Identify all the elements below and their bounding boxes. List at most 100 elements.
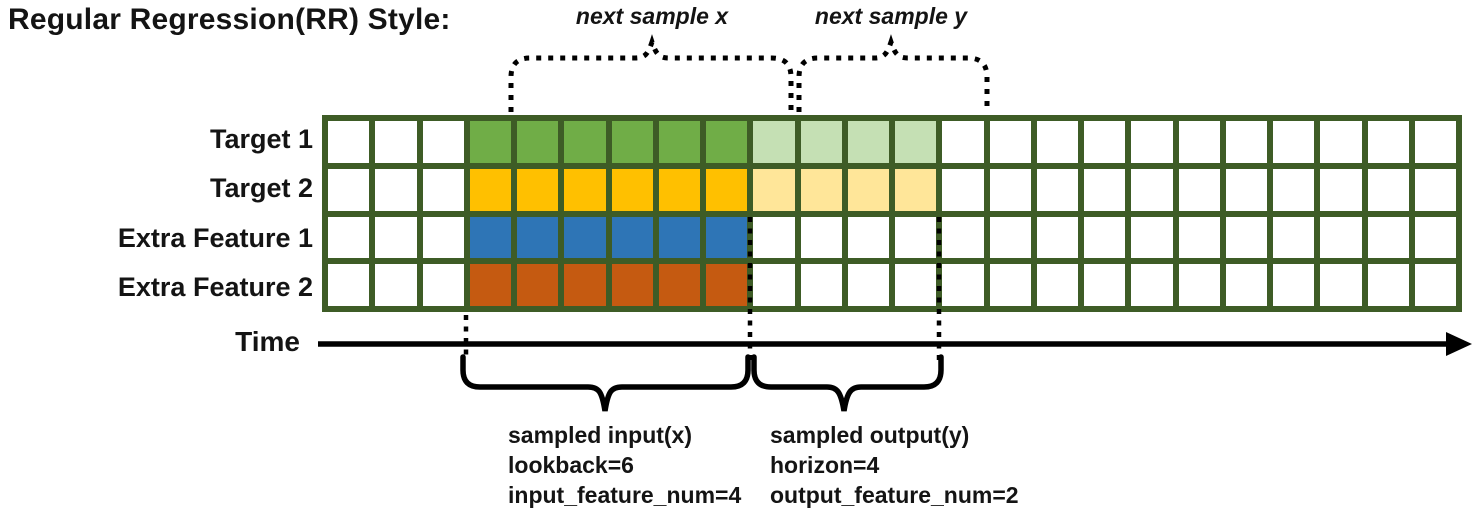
sampled-input-annotation: sampled input(x) lookback=6 input_featur… xyxy=(508,420,741,510)
grid-cell xyxy=(611,216,653,259)
grid-cell xyxy=(1036,264,1078,306)
next-sample-x-brace xyxy=(508,34,794,112)
grid-cell xyxy=(1320,168,1362,211)
grid-cell xyxy=(422,168,464,211)
grid-cell xyxy=(564,168,606,211)
grid-cell xyxy=(564,121,606,163)
grid-cell xyxy=(517,121,559,163)
time-axis-label: Time xyxy=(235,326,300,357)
grid-cell xyxy=(1367,264,1409,306)
grid-cell xyxy=(1273,121,1315,163)
row-label-extra-feature-2: Extra Feature 2 xyxy=(117,271,313,302)
grid-cell xyxy=(1084,121,1126,163)
grid-cell xyxy=(517,168,559,211)
sampled-output-brace xyxy=(751,354,944,412)
sampled-output-line: sampled output(y) xyxy=(770,422,970,448)
grid-cell xyxy=(1367,121,1409,163)
grid-cell xyxy=(706,264,748,306)
grid-cell xyxy=(989,264,1031,306)
row-label-target-1: Target 1 xyxy=(209,124,313,155)
grid-cell xyxy=(611,121,653,163)
grid-cell xyxy=(328,264,370,306)
grid-cell xyxy=(658,168,700,211)
grid-cell xyxy=(1036,168,1078,211)
grid-cell xyxy=(989,216,1031,259)
grid-cell xyxy=(375,121,417,163)
grid-cell xyxy=(1320,216,1362,259)
next-sample-y-brace xyxy=(796,34,990,112)
grid-cell xyxy=(517,264,559,306)
grid-cell xyxy=(469,168,511,211)
grid-cell xyxy=(800,121,842,163)
sampled-input-line: sampled input(x) xyxy=(508,422,693,448)
grid-cell xyxy=(847,264,889,306)
sample-grid xyxy=(322,115,1462,312)
grid-cell xyxy=(1320,121,1362,163)
sampled-input-brace xyxy=(460,354,751,412)
grid-cell xyxy=(895,264,937,306)
grid-cell xyxy=(1273,216,1315,259)
lookback-line: lookback=6 xyxy=(508,452,634,478)
grid-cell xyxy=(328,121,370,163)
grid-cell xyxy=(328,216,370,259)
grid-cell xyxy=(989,121,1031,163)
grid-cell xyxy=(422,264,464,306)
grid-cell xyxy=(1036,216,1078,259)
grid-cell xyxy=(422,121,464,163)
grid-cell xyxy=(753,121,795,163)
grid-cell xyxy=(422,216,464,259)
grid-cell xyxy=(1414,264,1456,306)
time-axis-arrowhead xyxy=(1446,332,1472,356)
grid-cell xyxy=(800,264,842,306)
output-feature-num-line: output_feature_num=2 xyxy=(770,482,1019,508)
grid-cell xyxy=(706,216,748,259)
next-sample-x-label: next sample x xyxy=(575,3,729,29)
grid-cell xyxy=(1414,168,1456,211)
grid-cell xyxy=(375,216,417,259)
grid-cell xyxy=(658,121,700,163)
grid-cell xyxy=(847,168,889,211)
grid-cell xyxy=(1414,121,1456,163)
grid-cell xyxy=(895,168,937,211)
grid-cell xyxy=(564,264,606,306)
grid-cell xyxy=(1131,264,1173,306)
grid-cell xyxy=(328,168,370,211)
grid-cell xyxy=(1367,216,1409,259)
grid-cell xyxy=(1084,216,1126,259)
grid-cell xyxy=(706,121,748,163)
grid-cell xyxy=(1036,121,1078,163)
grid-cell xyxy=(989,168,1031,211)
page-title: Regular Regression(RR) Style: xyxy=(8,3,451,36)
grid-cell xyxy=(1225,168,1267,211)
grid-cell xyxy=(942,264,984,306)
grid-cell xyxy=(517,216,559,259)
horizon-line: horizon=4 xyxy=(770,452,880,478)
row-label-extra-feature-1: Extra Feature 1 xyxy=(117,222,313,253)
grid-cell xyxy=(1320,264,1362,306)
grid-cell xyxy=(895,121,937,163)
grid-cell xyxy=(847,216,889,259)
grid-cell xyxy=(753,216,795,259)
grid-cell xyxy=(800,168,842,211)
grid-cell xyxy=(753,264,795,306)
row-label-target-2: Target 2 xyxy=(209,173,313,204)
grid-cell xyxy=(375,264,417,306)
grid-cell xyxy=(1084,264,1126,306)
grid-cell xyxy=(1178,216,1220,259)
grid-cell xyxy=(1225,216,1267,259)
grid-cell xyxy=(1225,121,1267,163)
grid-cell xyxy=(800,216,842,259)
grid-cell xyxy=(1131,216,1173,259)
grid-cell xyxy=(658,264,700,306)
grid-cell xyxy=(1131,168,1173,211)
next-sample-y-label: next sample y xyxy=(814,3,968,29)
grid-cell xyxy=(1131,121,1173,163)
sampled-output-annotation: sampled output(y) horizon=4 output_featu… xyxy=(770,420,1019,510)
grid-cell xyxy=(564,216,606,259)
input-feature-num-line: input_feature_num=4 xyxy=(508,482,742,508)
grid-cell xyxy=(1178,121,1220,163)
grid-cell xyxy=(469,216,511,259)
grid-cell xyxy=(611,168,653,211)
grid-cell xyxy=(895,216,937,259)
